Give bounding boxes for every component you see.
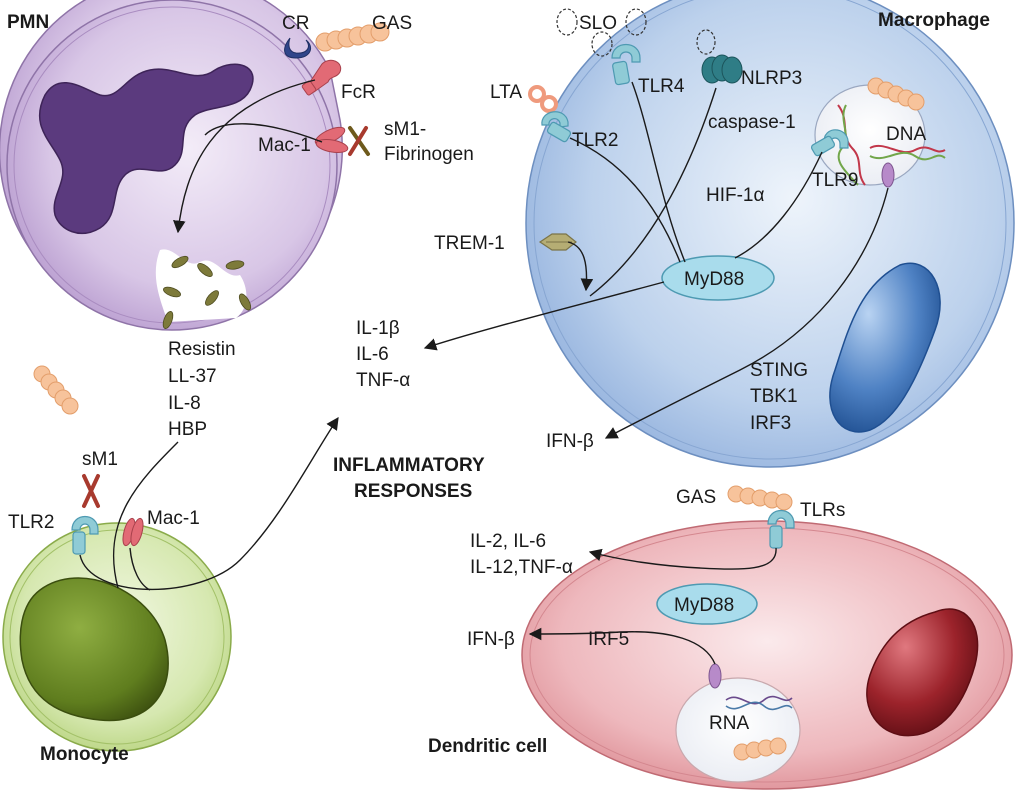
granule-ll37: LL-37 [168, 366, 217, 387]
fcr-label: FcR [341, 82, 376, 103]
cytokine-il6: IL-6 [356, 344, 389, 365]
myd88-macrophage [661, 255, 775, 301]
tlr2-label-monocyte: TLR2 [8, 512, 54, 533]
cytokine-tnfa: TNF-α [356, 370, 410, 391]
gas-chain-pmn [315, 22, 390, 52]
pmn-degranulation-opening [155, 249, 247, 322]
rna-label: RNA [709, 713, 749, 734]
lta-label: LTA [490, 82, 522, 103]
trem1-label: TREM-1 [434, 233, 505, 254]
myd88-to-cytokines [423, 281, 665, 351]
caspase1-label: caspase-1 [708, 112, 796, 133]
granule-il8: IL-8 [168, 393, 201, 414]
gas-chain-rna-vesicle [733, 737, 787, 761]
monocyte-title: Monocyte [40, 744, 129, 765]
macrophage-nucleus [829, 262, 941, 433]
tlr4-receptor [611, 43, 641, 86]
sm1-fib-label-1: sM1- [384, 119, 426, 140]
cytokine-il1b: IL-1β [356, 318, 400, 339]
monocyte-to-cytokines [79, 416, 339, 591]
mac1-label-monocyte: Mac-1 [147, 508, 200, 529]
nlrp3-inflammasome [701, 54, 743, 84]
gas-chain-free [33, 365, 79, 415]
slo-label: SLO [579, 13, 617, 34]
inflammatory-title-2: RESPONSES [354, 481, 472, 502]
sm1-fib-label-2: Fibrinogen [384, 144, 474, 165]
tlr2-receptor-macrophage [541, 111, 572, 143]
slo-toxins [556, 8, 716, 57]
rna-to-ifn [528, 627, 716, 665]
mac1-receptor-monocyte [122, 517, 144, 547]
rna-endosome [675, 677, 801, 783]
tlr2-receptor-monocyte [71, 515, 99, 555]
myd88-label-dendritic: MyD88 [674, 595, 734, 616]
nlrp3-label: NLRP3 [741, 68, 802, 89]
monocyte-cell [2, 522, 232, 752]
tlr4-to-myd88 [631, 81, 686, 263]
gas-chain-dendritic [727, 485, 793, 511]
gas-label-dendritic: GAS [676, 487, 716, 508]
trem1-receptor [538, 233, 577, 251]
sting-label: STING [750, 360, 808, 381]
trem1-arrow [567, 241, 594, 292]
tlr9-label: TLR9 [812, 170, 858, 191]
irf5-label: IRF5 [588, 629, 629, 650]
tbk1-label: TBK1 [750, 386, 798, 407]
sting-to-ifn [604, 187, 889, 439]
tlrs-to-cytokines [588, 547, 777, 570]
gas-label-pmn: GAS [372, 13, 412, 34]
pmn-mac1-path [204, 123, 323, 143]
macrophage-inner-membrane [533, 0, 1007, 460]
cr-label: CR [282, 13, 309, 34]
gas-chain-vesicle [867, 77, 925, 111]
tlrs-label: TLRs [800, 500, 845, 521]
mac1-monocyte-path [129, 547, 151, 591]
mac1-label-pmn: Mac-1 [258, 135, 311, 156]
granule-hbp: HBP [168, 419, 207, 440]
dc-cytokines-1: IL-2, IL-6 [470, 531, 546, 552]
sm1-monocyte [82, 474, 100, 508]
rna-strand [725, 695, 793, 711]
hbp-to-monocyte [112, 441, 179, 589]
pmn-inner-membrane [13, 6, 331, 324]
sm1-label-monocyte: sM1 [82, 449, 118, 470]
pmn-granules [162, 255, 252, 329]
fcr-receptor [301, 59, 342, 96]
tlr2-label-macrophage: TLR2 [572, 130, 618, 151]
ifn-beta-dendritic: IFN-β [467, 629, 515, 650]
tlrs-receptor-dendritic [767, 509, 795, 549]
lta-ligand [528, 85, 558, 113]
sm1-fibrinogen [348, 126, 370, 156]
tlr2-to-myd88 [569, 137, 681, 263]
mac1-receptor-pmn [314, 126, 349, 154]
myd88-dendritic [656, 583, 758, 625]
pmn-nucleus [38, 63, 254, 234]
hif-label: HIF-1α [706, 185, 765, 206]
pmn-title: PMN [7, 12, 49, 33]
tlr7-receptor [708, 663, 722, 689]
dna-label: DNA [886, 124, 926, 145]
ifn-beta-macrophage: IFN-β [546, 431, 594, 452]
pmn-cr-receptor [284, 37, 312, 59]
monocyte-nucleus [19, 577, 169, 722]
pmn-cell [0, 0, 344, 331]
granule-resistin: Resistin [168, 339, 236, 360]
dendritic-cell [521, 520, 1013, 790]
irf3-label: IRF3 [750, 413, 791, 434]
dc-cytokines-2: IL-12,TNF-α [470, 557, 573, 578]
macrophage-cell [525, 0, 1015, 468]
tlr9-receptor [810, 129, 849, 157]
tlr9-to-myd88 [734, 151, 823, 259]
dendritic-nucleus [866, 608, 979, 737]
tlr4-label: TLR4 [638, 76, 685, 97]
inflammatory-title-1: INFLAMMATORY [333, 455, 485, 476]
dendritic-title: Dendritic cell [428, 736, 547, 757]
dendritic-inner-membrane [529, 527, 1005, 783]
sting-receptor [881, 162, 895, 188]
myd88-label-macrophage: MyD88 [684, 269, 744, 290]
pmn-signal-path [173, 79, 316, 234]
nlrp3-to-cytokine [589, 87, 717, 297]
macrophage-title: Macrophage [878, 10, 990, 31]
